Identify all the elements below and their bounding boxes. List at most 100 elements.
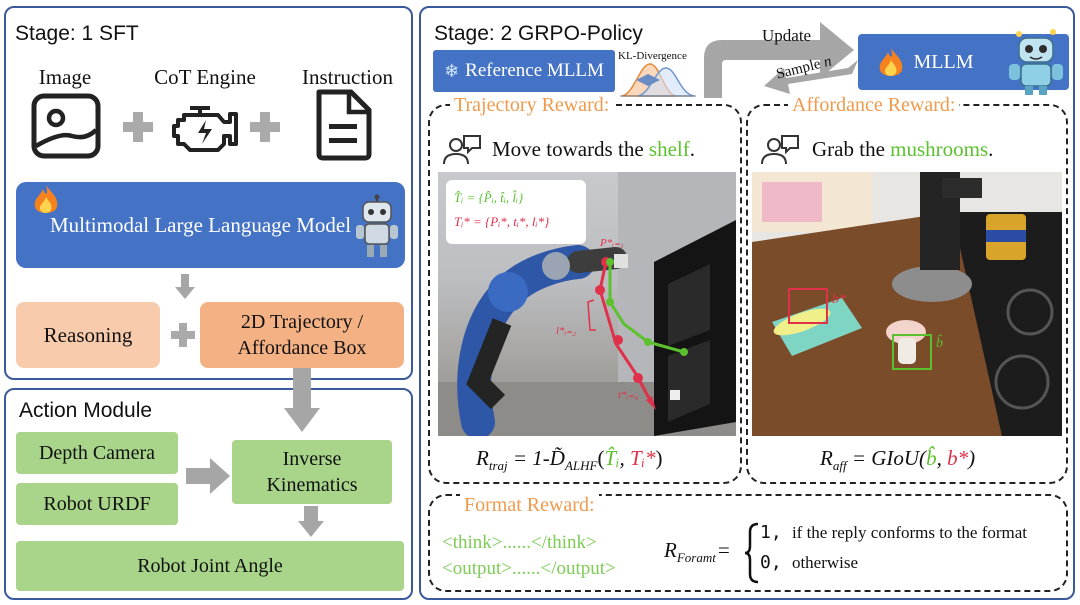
robot-icon [1009, 29, 1063, 95]
kl-divergence-label: KL-Divergence [618, 50, 687, 62]
reasoning-box: Reasoning [16, 302, 160, 368]
trajectory-pred-label: T̂ᵢ = {P̂ᵢ, t̂ᵢ, l̂ᵢ} [454, 190, 524, 205]
trajectory-gt-label: Tᵢ* = {Pᵢ*, tᵢ*, lᵢ*} [454, 214, 550, 229]
mllm-box-stage1: Multimodal Large Language Model [16, 182, 405, 268]
gt-affordance-box [788, 288, 828, 324]
plus-icon [171, 323, 195, 347]
aff-eq-sub: aff [832, 458, 847, 474]
traj-eq-comma: , [619, 446, 630, 470]
fire-icon [879, 48, 903, 76]
sample-arrow [764, 60, 858, 94]
aff-instr-suffix: . [988, 137, 994, 161]
case1-value: 1, [760, 522, 782, 543]
inverse-kinematics-box: Inverse Kinematics [232, 440, 392, 504]
depth-camera-label: Depth Camera [38, 441, 156, 464]
snowflake-icon: ❄ [444, 60, 460, 82]
aff-instr-object: mushrooms [890, 137, 989, 161]
trajectory-reward-title: Trajectory Reward: [450, 94, 614, 117]
case0-value: 0, [760, 552, 782, 573]
robot-arm-image [457, 245, 628, 436]
trajectory-reward-equation: Rtraj = 1-D̃ALHF(T̂ᵢ, Tᵢ*) [476, 446, 663, 474]
reference-mllm-label: Reference MLLM [465, 60, 604, 81]
format-case-0: 0, otherwise [760, 552, 858, 573]
users-icon [761, 135, 799, 165]
fmt-eq-equals: = [717, 538, 730, 562]
trajectory-affordance-box: 2D Trajectory / Affordance Box [200, 302, 404, 368]
kitchen-scene [752, 172, 1062, 436]
input-label-cot-engine: CoT Engine [154, 65, 256, 89]
stage2-title: Stage: 2 GRPO-Policy [434, 22, 643, 45]
aff-eq-b1: b̂ [926, 446, 937, 470]
ik-line1: Inverse [282, 448, 342, 470]
aff-eq-mid: = GIoU( [846, 446, 927, 470]
pred-box-label: b̂ [936, 336, 943, 351]
traj-eq-lhs: R [476, 446, 489, 470]
reasoning-label: Reasoning [43, 322, 133, 347]
format-eq-lhs: RForamt= [664, 538, 730, 566]
robot-joint-angle-box: Robot Joint Angle [16, 541, 404, 591]
fmt-eq-r: R [664, 538, 677, 562]
plus-icon [123, 112, 153, 142]
plus-icon [250, 112, 280, 142]
traj-eq-mid: = 1- [507, 446, 550, 470]
output-line1: 2D Trajectory / [240, 311, 364, 333]
aff-eq-close: ) [968, 446, 976, 470]
robot-arm-scene [438, 172, 736, 436]
input-label-instruction: Instruction [302, 65, 393, 89]
t-point-label: t*ᵢ₌₄ [618, 389, 638, 401]
document-icon [316, 89, 372, 161]
affordance-reward-equation: Raff = GIoU(b̂, b*) [820, 446, 975, 474]
predicted-trajectory [606, 258, 688, 356]
reference-mllm-box: ❄ Reference MLLM [433, 50, 615, 92]
down-arrow [298, 506, 324, 537]
gt-box-label: b* [832, 292, 846, 307]
kitchen-photo: b* b̂ [752, 172, 1062, 436]
aff-eq-comma: , [936, 446, 948, 470]
fmt-eq-sub: Foramt [676, 550, 716, 566]
aff-eq-b2: b* [947, 446, 969, 470]
brace-icon [744, 522, 759, 584]
input-label-image: Image [38, 65, 92, 89]
kl-divergence-icon [620, 63, 696, 97]
p-point-label: P*ᵢ₌₁ [600, 237, 624, 249]
robot-urdf-box: Robot URDF [16, 483, 178, 525]
image-icon [31, 93, 101, 159]
robot-arm-photo: T̂ᵢ = {P̂ᵢ, t̂ᵢ, l̂ᵢ} Tᵢ* = {Pᵢ*, tᵢ*, l… [438, 172, 736, 436]
robot-joint-angle-label: Robot Joint Angle [137, 554, 283, 577]
affordance-instruction: Grab the mushrooms. [812, 137, 993, 162]
traj-instr-suffix: . [689, 137, 695, 161]
users-icon [443, 135, 481, 165]
output-line2: Affordance Box [237, 337, 367, 359]
stage1-title: Stage: 1 SFT [15, 22, 139, 45]
down-arrow-large [284, 368, 320, 432]
aff-eq-lhs: R [820, 446, 833, 470]
pred-affordance-box [892, 334, 932, 370]
trajectory-legend: T̂ᵢ = {P̂ᵢ, t̂ᵢ, l̂ᵢ} Tᵢ* = {Pᵢ*, tᵢ*, l… [446, 180, 586, 244]
traj-instr-prefix: Move towards the [492, 137, 649, 161]
traj-eq-open: ( [597, 446, 605, 470]
traj-eq-d: D̃ [549, 446, 565, 470]
traj-eq-close: ) [655, 446, 663, 470]
update-label: Update [762, 26, 812, 45]
l-segment-label: l*ᵢ₌₂ [556, 325, 576, 337]
traj-instr-object: shelf [648, 137, 690, 161]
affordance-reward-title: Affordance Reward: [788, 94, 960, 117]
think-tag: <think>......</think> [442, 532, 597, 553]
depth-camera-box: Depth Camera [16, 432, 178, 474]
engine-icon [172, 106, 238, 152]
output-tag: <output>......</output> [442, 558, 616, 579]
aff-instr-prefix: Grab the [812, 137, 891, 161]
ik-line2: Kinematics [266, 474, 358, 496]
traj-eq-t2: Tᵢ* [629, 446, 656, 470]
action-module-title: Action Module [19, 399, 153, 422]
robot-icon [356, 194, 398, 257]
robot-urdf-label: Robot URDF [43, 492, 151, 515]
fire-icon [34, 185, 58, 213]
format-reward-title: Format Reward: [460, 494, 599, 517]
shelf-image [654, 220, 736, 436]
mllm-stage2-label: MLLM [913, 50, 974, 73]
update-arrow [704, 22, 854, 98]
format-reward-panel [428, 494, 1068, 592]
mllm-label: Multimodal Large Language Model [49, 212, 352, 237]
format-case-1: 1, if the reply conforms to the format [760, 522, 1027, 543]
